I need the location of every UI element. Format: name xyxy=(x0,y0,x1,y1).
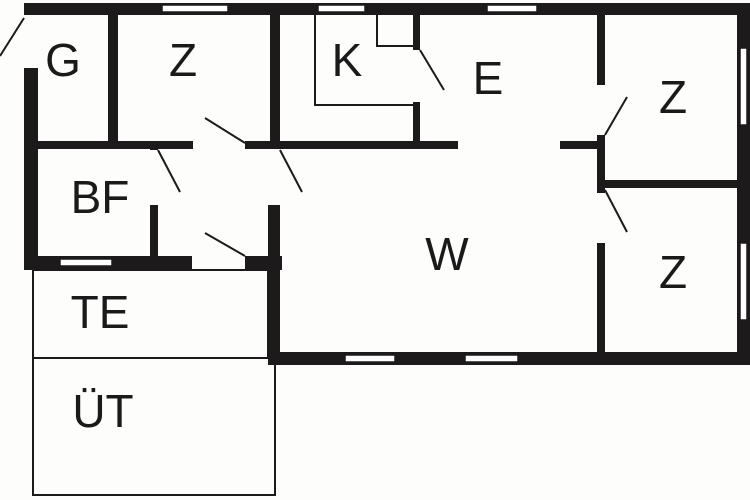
room-label-bedroom-3: Z xyxy=(659,246,687,298)
room-label-living: W xyxy=(425,228,469,280)
doors xyxy=(0,17,628,257)
kitchen-counter xyxy=(314,15,413,106)
terrace-outline xyxy=(32,269,269,359)
interior-walls xyxy=(24,15,737,355)
room-label-bathroom: BF xyxy=(71,171,130,223)
windows xyxy=(59,4,748,363)
room-label-bedroom-2: Z xyxy=(659,71,687,123)
room-label-terrace: TE xyxy=(71,286,130,338)
room-label-bedroom-1: Z xyxy=(169,34,197,86)
covered-terrace-outline xyxy=(32,357,276,496)
room-label-kitchen: K xyxy=(332,34,363,86)
room-label-garage: G xyxy=(45,34,81,86)
room-label-covered-terrace: ÜT xyxy=(72,385,133,437)
room-label-dining: E xyxy=(473,52,504,104)
